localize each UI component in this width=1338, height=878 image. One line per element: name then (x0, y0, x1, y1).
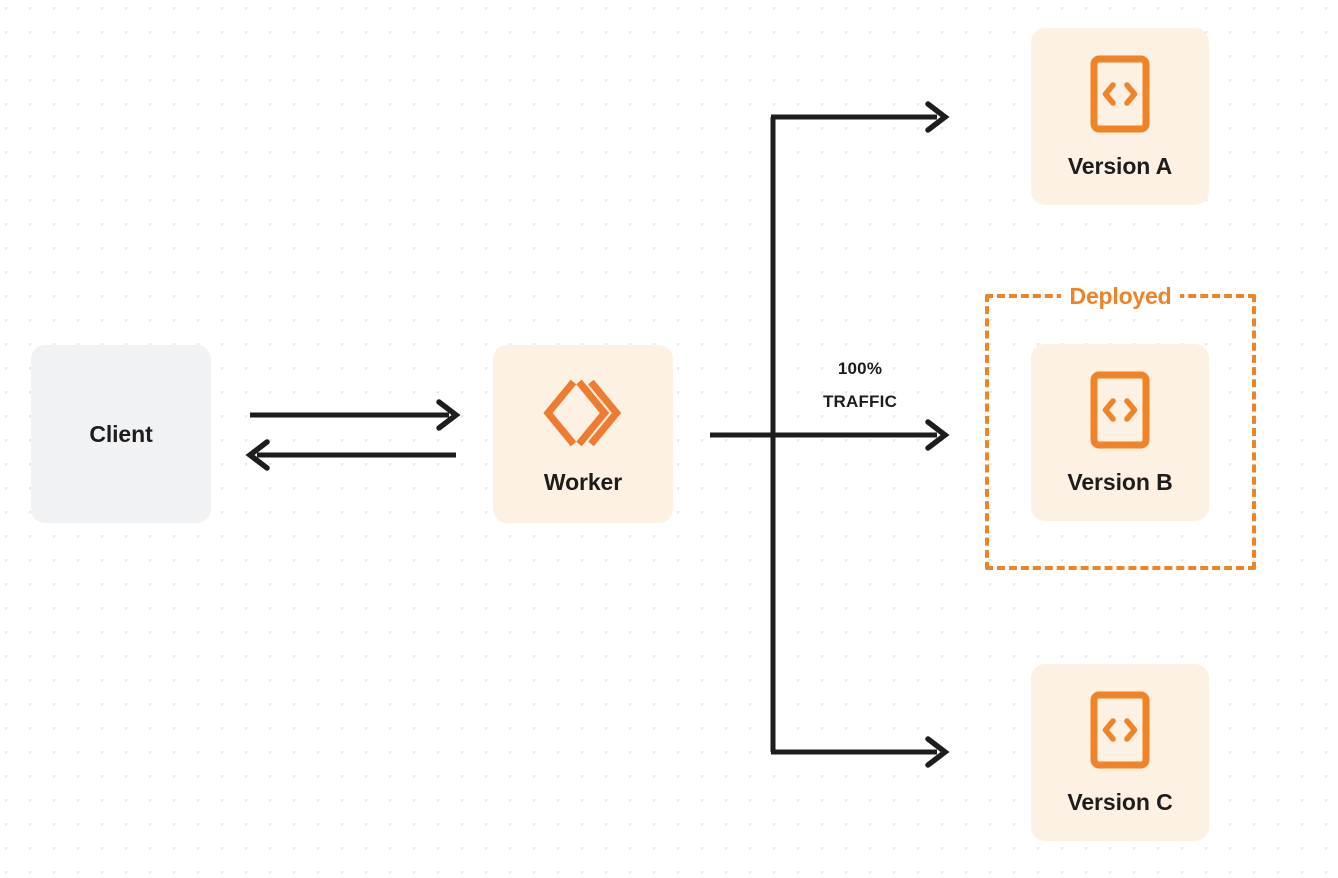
node-version-c-label: Version C (1067, 789, 1173, 815)
code-file-icon (1090, 691, 1150, 769)
workers-logo-icon (543, 375, 623, 451)
node-version-a[interactable]: Version A (1031, 28, 1209, 205)
node-client[interactable]: Client (31, 345, 211, 523)
node-client-label: Client (89, 420, 153, 447)
code-file-icon (1090, 371, 1150, 449)
deployed-group-boundary: Deployed (985, 283, 1256, 570)
edge-worker-traffic-bus (710, 104, 945, 765)
traffic-share-label: 100% TRAFFIC (790, 352, 930, 418)
edge-worker-to-client (250, 442, 456, 468)
edge-client-to-worker (250, 402, 456, 428)
node-version-b[interactable]: Version B (1031, 344, 1209, 521)
node-version-c[interactable]: Version C (1031, 664, 1209, 841)
node-version-b-label: Version B (1067, 469, 1173, 495)
node-worker[interactable]: Worker (493, 345, 673, 523)
deployed-group-label: Deployed (1060, 283, 1181, 311)
code-file-icon (1090, 55, 1150, 133)
node-version-a-label: Version A (1067, 153, 1173, 179)
traffic-percent: 100% (837, 359, 883, 378)
traffic-unit: TRAFFIC (822, 392, 898, 412)
node-worker-label: Worker (543, 468, 623, 495)
